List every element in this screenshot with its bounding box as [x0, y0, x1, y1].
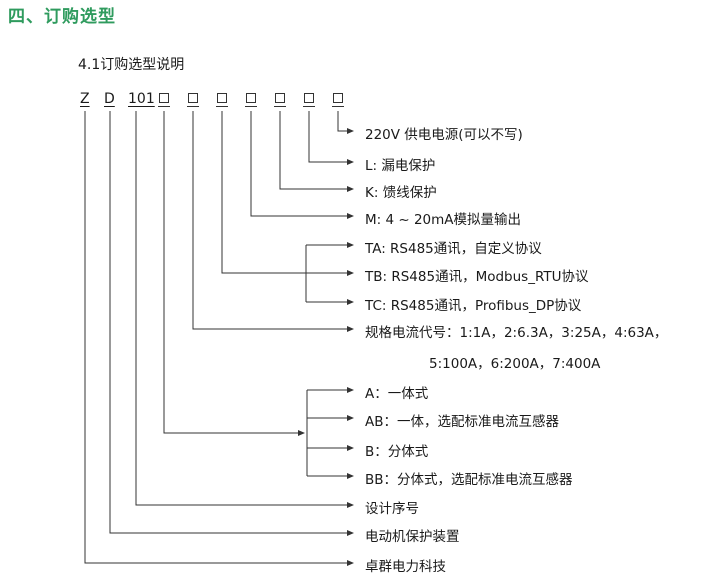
- code-box-7: [332, 93, 344, 107]
- connector-design: [135, 111, 354, 508]
- code-z: Z: [80, 91, 90, 107]
- connector-device: [109, 111, 354, 536]
- option-analog: M: 4 ~ 20mA模拟量输出: [365, 212, 522, 228]
- option-tb: TB: RS485通讯，Modbus_RTU协议: [365, 269, 589, 285]
- option-feeder: K: 馈线保护: [365, 185, 437, 201]
- connector-company: [84, 111, 354, 566]
- code-box-1: [158, 93, 170, 107]
- connector-leak: [308, 111, 354, 165]
- connector-analog: [250, 111, 354, 219]
- option-power: 220V 供电电源(可以不写): [365, 127, 523, 143]
- connector-comm: [221, 111, 306, 274]
- option-company: 卓群电力科技: [365, 559, 446, 575]
- option-ta: TA: RS485通讯，自定义协议: [365, 241, 542, 257]
- code-box-6: [303, 93, 315, 107]
- subsection-title: 4.1订购选型说明: [78, 57, 185, 73]
- connector-spec: [192, 111, 354, 332]
- option-leak: L: 漏电保护: [365, 158, 436, 174]
- option-device: 电动机保护装置: [365, 529, 460, 545]
- option-spec-line2: 5:100A，6:200A，7:400A: [429, 356, 601, 372]
- connector-feeder: [279, 111, 354, 192]
- code-box-3: [216, 93, 228, 107]
- option-spec-line1: 规格电流代号：1:1A，2:6.3A，3:25A，4:63A，: [365, 325, 668, 341]
- section-title: 四、订购选型: [8, 7, 116, 27]
- option-b: B：分体式: [365, 444, 429, 460]
- code-box-2: [187, 93, 199, 107]
- code-num: 101: [128, 91, 155, 107]
- connector-type: [163, 111, 305, 436]
- option-tc: TC: RS485通讯，Profibus_DP协议: [365, 298, 582, 314]
- option-bb: BB：分体式，选配标准电流互感器: [365, 472, 573, 488]
- code-box-5: [274, 93, 286, 107]
- option-a: A：一体式: [365, 386, 429, 402]
- code-d: D: [104, 91, 115, 107]
- code-box-4: [245, 93, 257, 107]
- connector-power: [337, 111, 354, 134]
- option-design: 设计序号: [365, 501, 419, 517]
- option-ab: AB：一体，选配标准电流互感器: [365, 414, 559, 430]
